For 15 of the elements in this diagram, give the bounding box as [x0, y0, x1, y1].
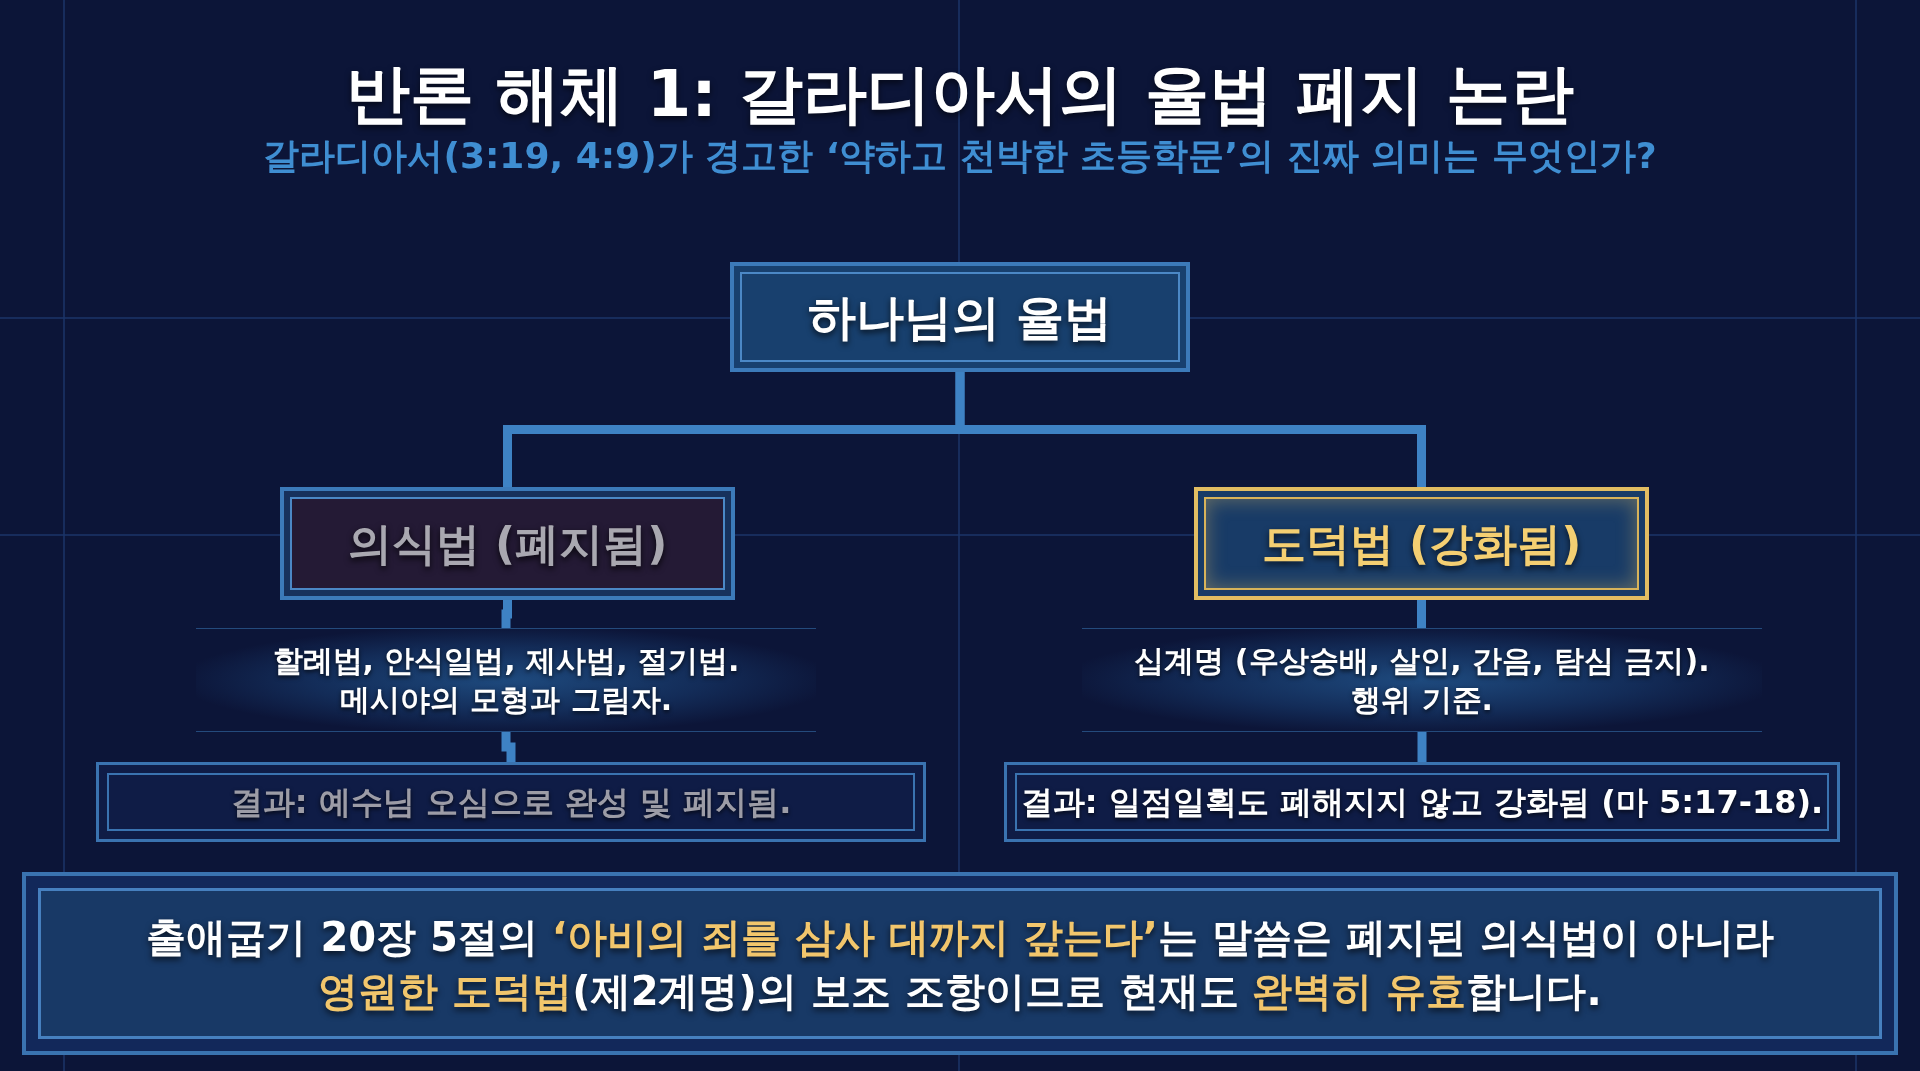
- description-band: 할례법, 안식일법, 제사법, 절기법. 메시야의 모형과 그림자.: [196, 628, 816, 732]
- result-box: 결과: 예수님 오심으로 완성 및 폐지됨.: [96, 762, 926, 842]
- conclusion-box: 출애굽기 20장 5절의 ‘아비의 죄를 삼사 대까지 갚는다’는 말씀은 폐지된 의식법이 아니라 영원한 도덕법(제2계명)의 보조 조항이므로 현재도 완벽히 유효합니다.: [22, 872, 1898, 1055]
- title: 반론 해체 1: 갈라디아서의 율법 폐지 논란: [346, 58, 1574, 132]
- category-box: 도덕법 (강화됨): [1194, 487, 1649, 600]
- title-box: 하나님의 율법: [730, 262, 1190, 372]
- connector-line: [1417, 732, 1427, 762]
- result-box: 결과: 일점일획도 폐해지지 않고 강화됨 (마 5:17-18).: [1004, 762, 1840, 842]
- category-box: 의식법 (폐지됨): [280, 487, 735, 600]
- subtitle: 갈라디아서(3:19, 4:9)가 경고한 ‘약하고 천박한 초등학문’의 진짜 의미는 무엇인가?: [263, 133, 1657, 177]
- description-band: 십계명 (우상숭배, 살인, 간음, 탐심 금지). 행위 기준.: [1082, 628, 1762, 732]
- connector-line: [1417, 600, 1426, 628]
- connector-line: [955, 372, 1426, 487]
- connector-line: [501, 600, 512, 628]
- connector-line: [501, 732, 516, 762]
